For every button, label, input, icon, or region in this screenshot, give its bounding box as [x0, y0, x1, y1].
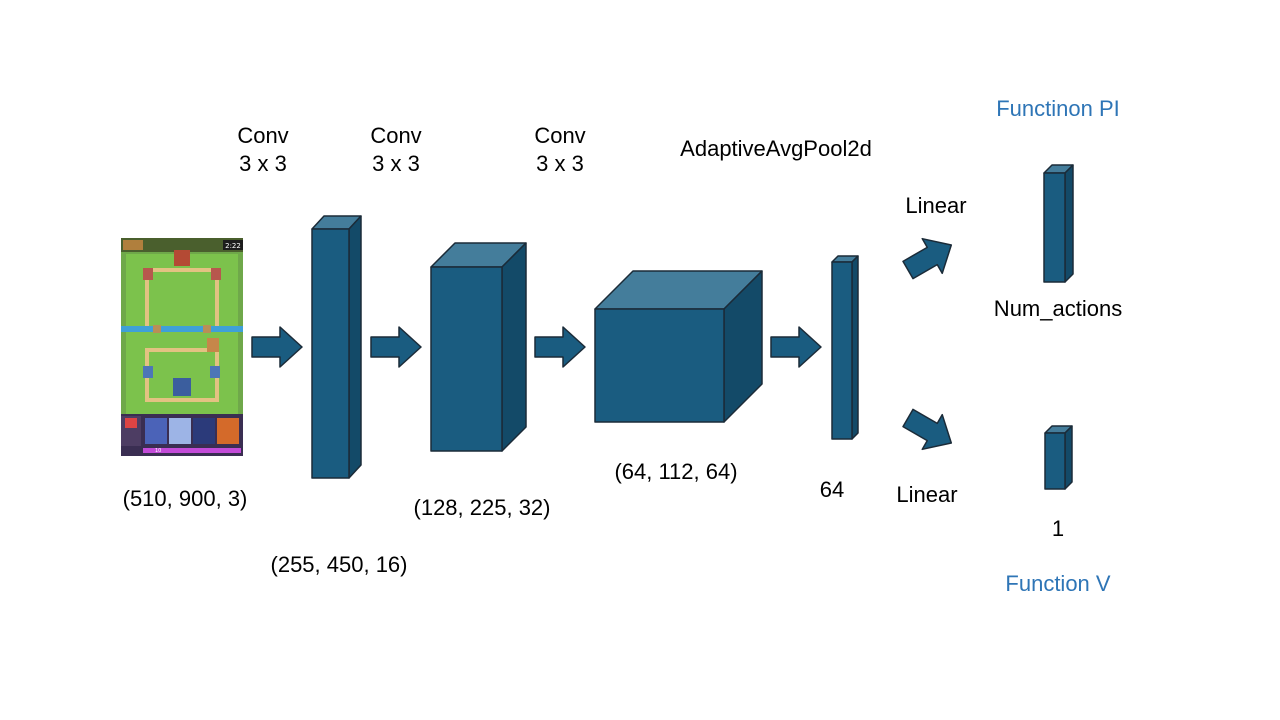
- v-output-block: [1044, 425, 1073, 490]
- conv2-shape-label: (128, 225, 32): [413, 495, 551, 520]
- conv1-feature-block: [311, 215, 362, 479]
- v-output-block-front: [1044, 432, 1066, 490]
- v-function-title: Function V: [1005, 571, 1111, 596]
- v-output-block-side: [1064, 425, 1073, 490]
- arrow-flat-to-v: [902, 408, 953, 451]
- input-shape-label: (510, 900, 3): [122, 486, 248, 511]
- pool-feature-block-front: [594, 308, 725, 423]
- pool-feature-block: [594, 270, 763, 423]
- conv2-feature-block: [430, 242, 527, 452]
- flat-vector-block: [831, 255, 859, 440]
- pi-output-label: Num_actions: [993, 296, 1123, 321]
- pi-output-block-front: [1043, 172, 1066, 283]
- flat-shape-label: 64: [819, 477, 845, 502]
- pi-function-title: Functinon PI: [996, 96, 1120, 121]
- flat-vector-block-side: [851, 255, 859, 440]
- pi-linear-label: Linear: [905, 193, 967, 218]
- pool-label: AdaptiveAvgPool2d: [680, 136, 872, 161]
- conv2-feature-block-front: [430, 266, 503, 452]
- game-timer: 2:22: [225, 242, 241, 250]
- flat-vector-block-front: [831, 261, 853, 440]
- conv1-feature-block-front: [311, 228, 350, 479]
- arrow-flat-to-pi: [902, 237, 953, 280]
- v-linear-label: Linear: [896, 482, 958, 507]
- v-output-label: 1: [1051, 516, 1065, 541]
- conv1-feature-block-side: [348, 215, 362, 479]
- pool-shape-label: (64, 112, 64): [614, 459, 738, 484]
- pi-output-block-side: [1064, 164, 1074, 283]
- arrow-input-to-conv1: [251, 326, 303, 368]
- conv1-shape-label: (255, 450, 16): [270, 552, 408, 577]
- arrow-conv2-to-pool: [534, 326, 586, 368]
- arrow-conv1-to-conv2: [370, 326, 422, 368]
- arrow-pool-to-flat: [770, 326, 822, 368]
- pi-output-block: [1043, 164, 1074, 283]
- input-game-screenshot: 2:22 10: [121, 238, 243, 456]
- elixir-count: 10: [155, 448, 161, 454]
- conv2-feature-block-side: [501, 242, 527, 452]
